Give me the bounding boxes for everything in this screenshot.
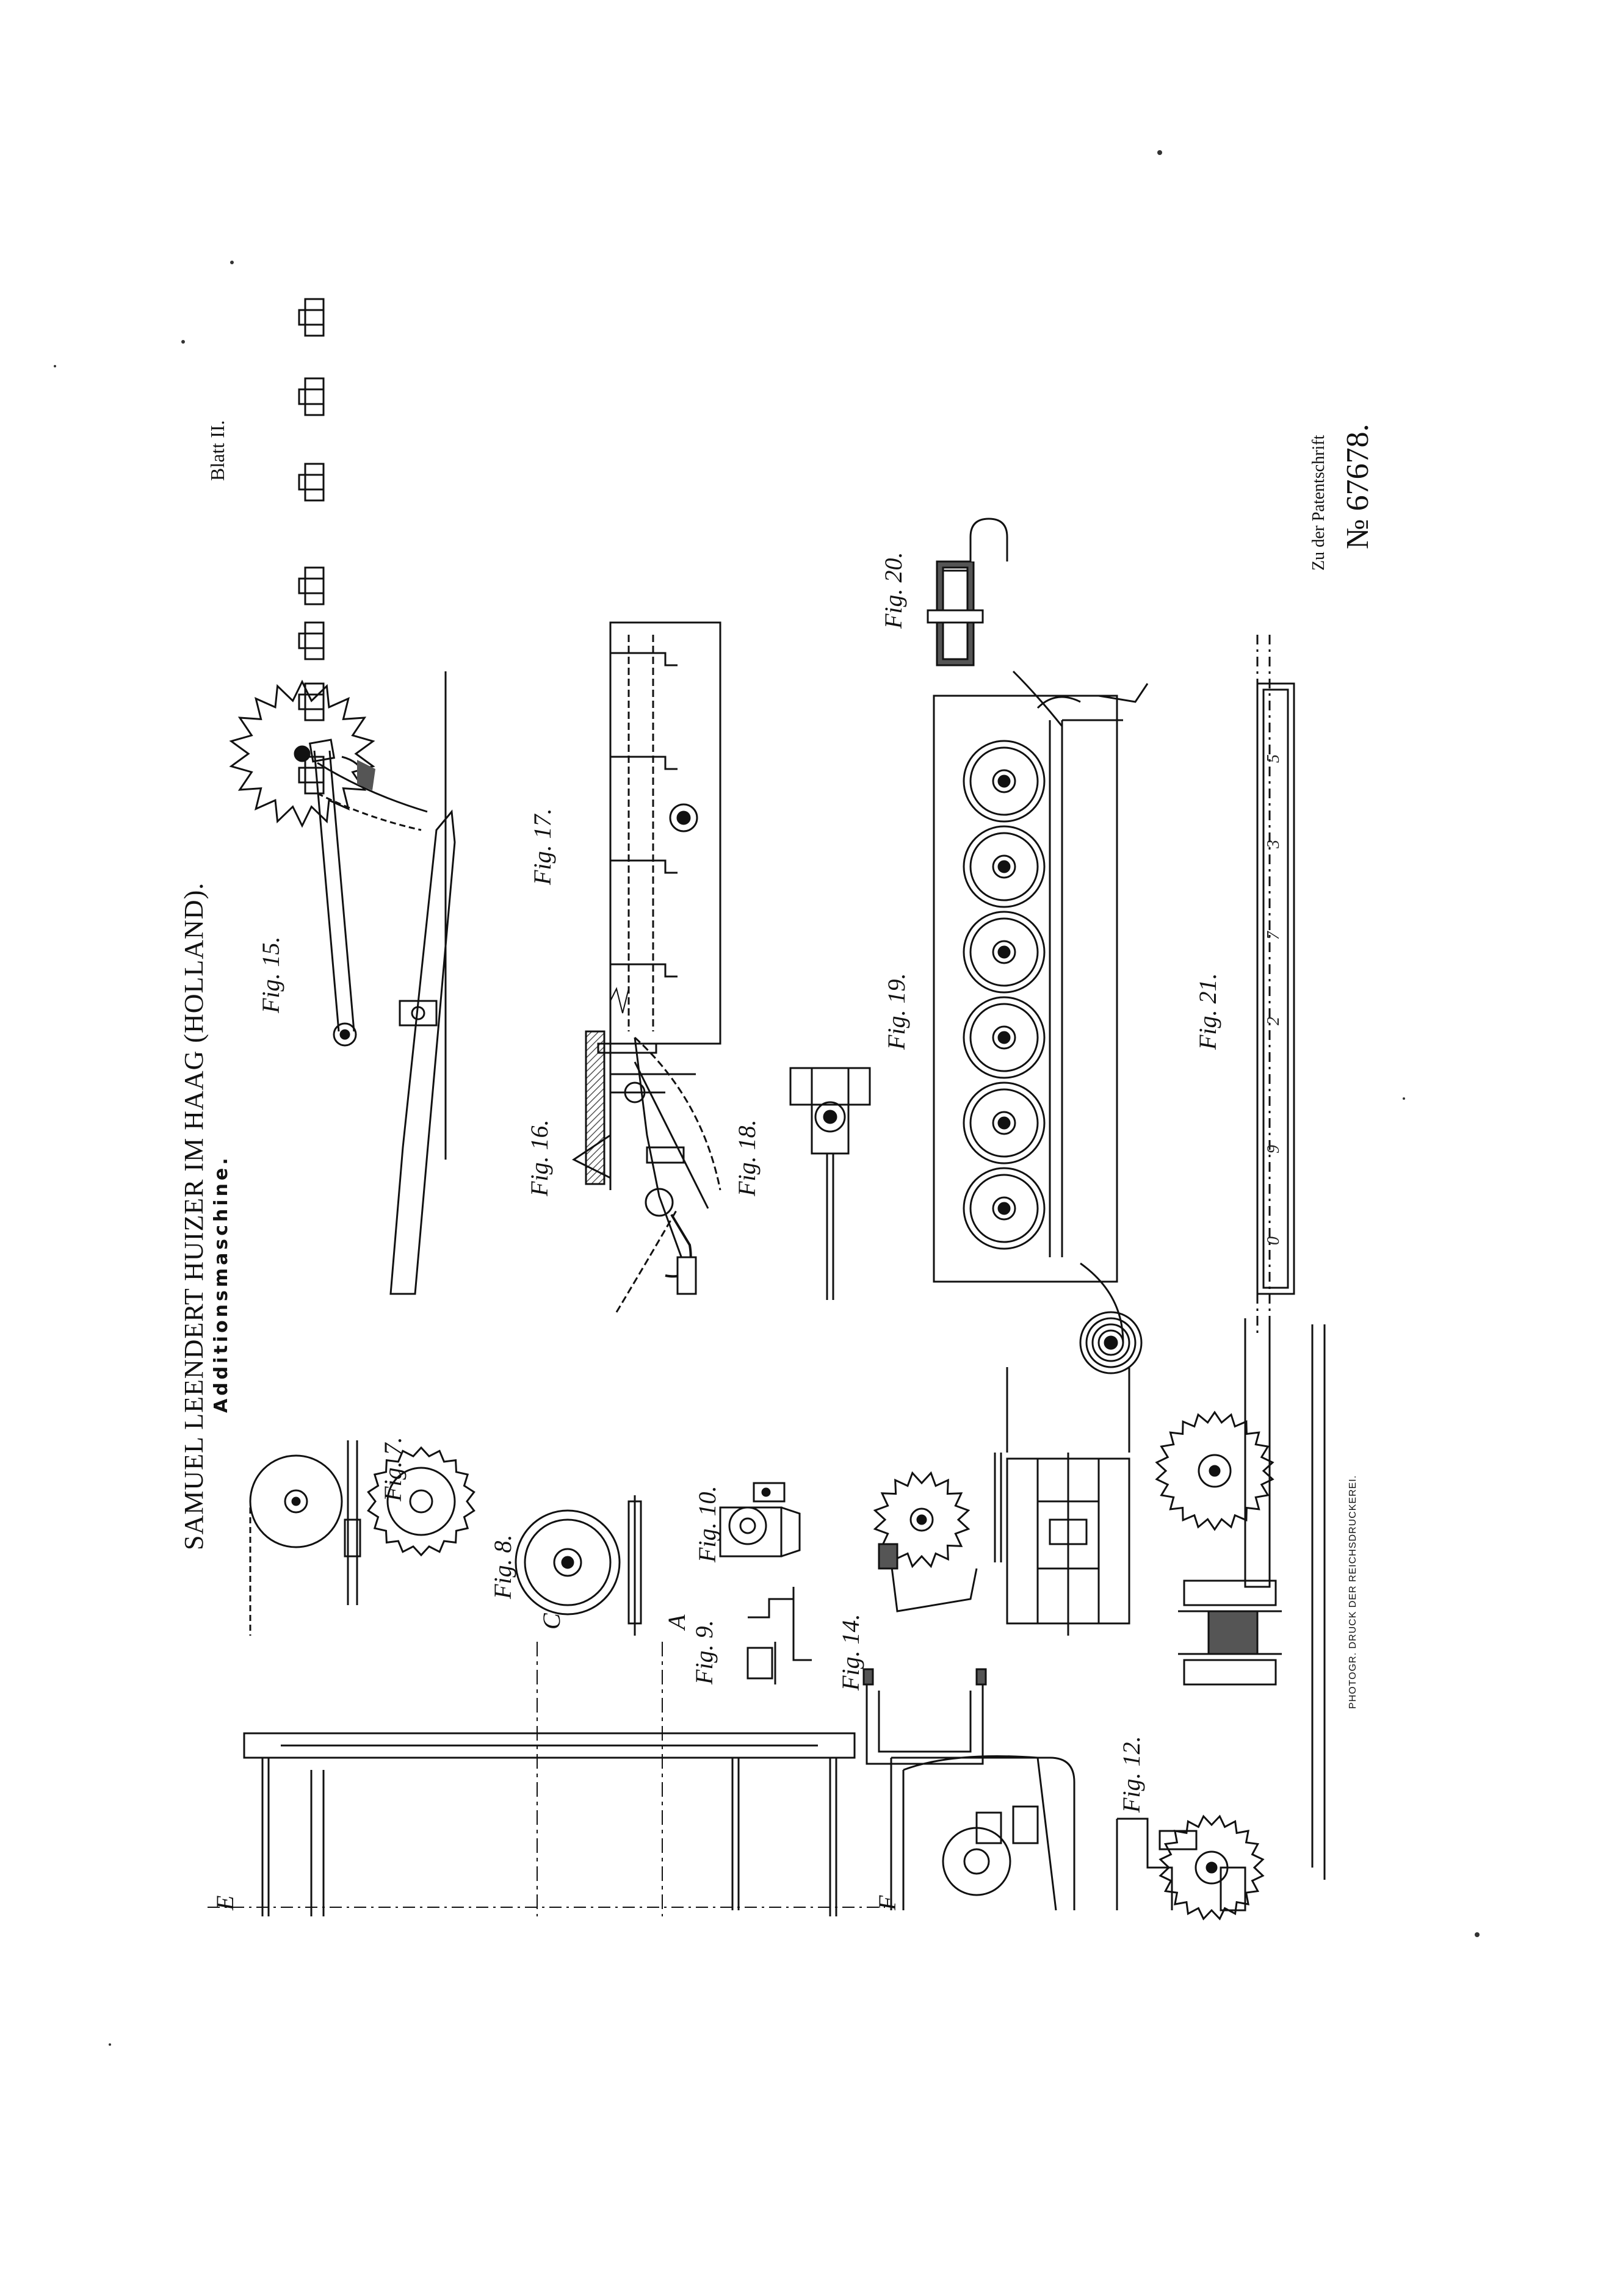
fig21-tape [1256,635,1295,1337]
fig7-gears [249,1440,475,1636]
fig17-slot-bar [610,859,678,874]
fig19-roller [963,996,1046,1079]
fig21-digit: 9 [1264,1145,1283,1153]
main-shaft-wheel [298,621,325,660]
fig12-gear-train [1155,1318,1326,1921]
fig19-roller [963,1167,1046,1250]
fig21-digit: 5 [1264,754,1283,763]
fig10-part [719,1482,801,1558]
main-shaft-wheel [298,566,325,605]
fig15-ratchet-assembly [229,671,456,1295]
fig8-number-wheel [515,1495,642,1636]
fig17-slot-bar [610,652,678,666]
paper-specks [54,150,1480,2046]
fig14-ratchet [862,1367,1130,1765]
main-shaft-wheel [298,756,325,795]
fig14-ratchet-wheel [873,1471,971,1569]
fig19-roller [963,911,1046,994]
fig19-roller [963,740,1046,823]
main-shaft-wheel [298,377,325,416]
fig12-gear-upper [1155,1410,1274,1531]
fig19-roller [963,1081,1046,1164]
fig21-digit-row: 0 9 2 7 3 5 [1264,754,1283,1245]
fig18-part [789,1067,871,1300]
fig7-gear [367,1446,475,1557]
main-shaft-wheel [298,298,325,337]
fig17-slot-bar [610,756,678,770]
fig21-digit: 7 [1264,931,1283,940]
main-shaft-wheel [298,682,325,721]
fig15-ratchet-wheel [229,679,375,828]
main-shaft-wheel [298,463,325,502]
fig20-section [927,518,1008,666]
fig17-frame [609,621,721,1045]
fig21-digit: 3 [1264,840,1283,849]
section-view-g [1116,1818,1246,1912]
fig16-detail [572,1030,721,1313]
fig19-apparatus [933,670,1149,1374]
fig21-digit: 2 [1264,1017,1283,1025]
fig17-slot-bar [610,963,678,978]
fig9-part [746,1587,812,1684]
fig21-digit: 0 [1264,1236,1283,1245]
main-assembly-plan [208,298,885,1916]
fig19-roller [963,825,1046,908]
section-view-f [890,1755,1075,1911]
